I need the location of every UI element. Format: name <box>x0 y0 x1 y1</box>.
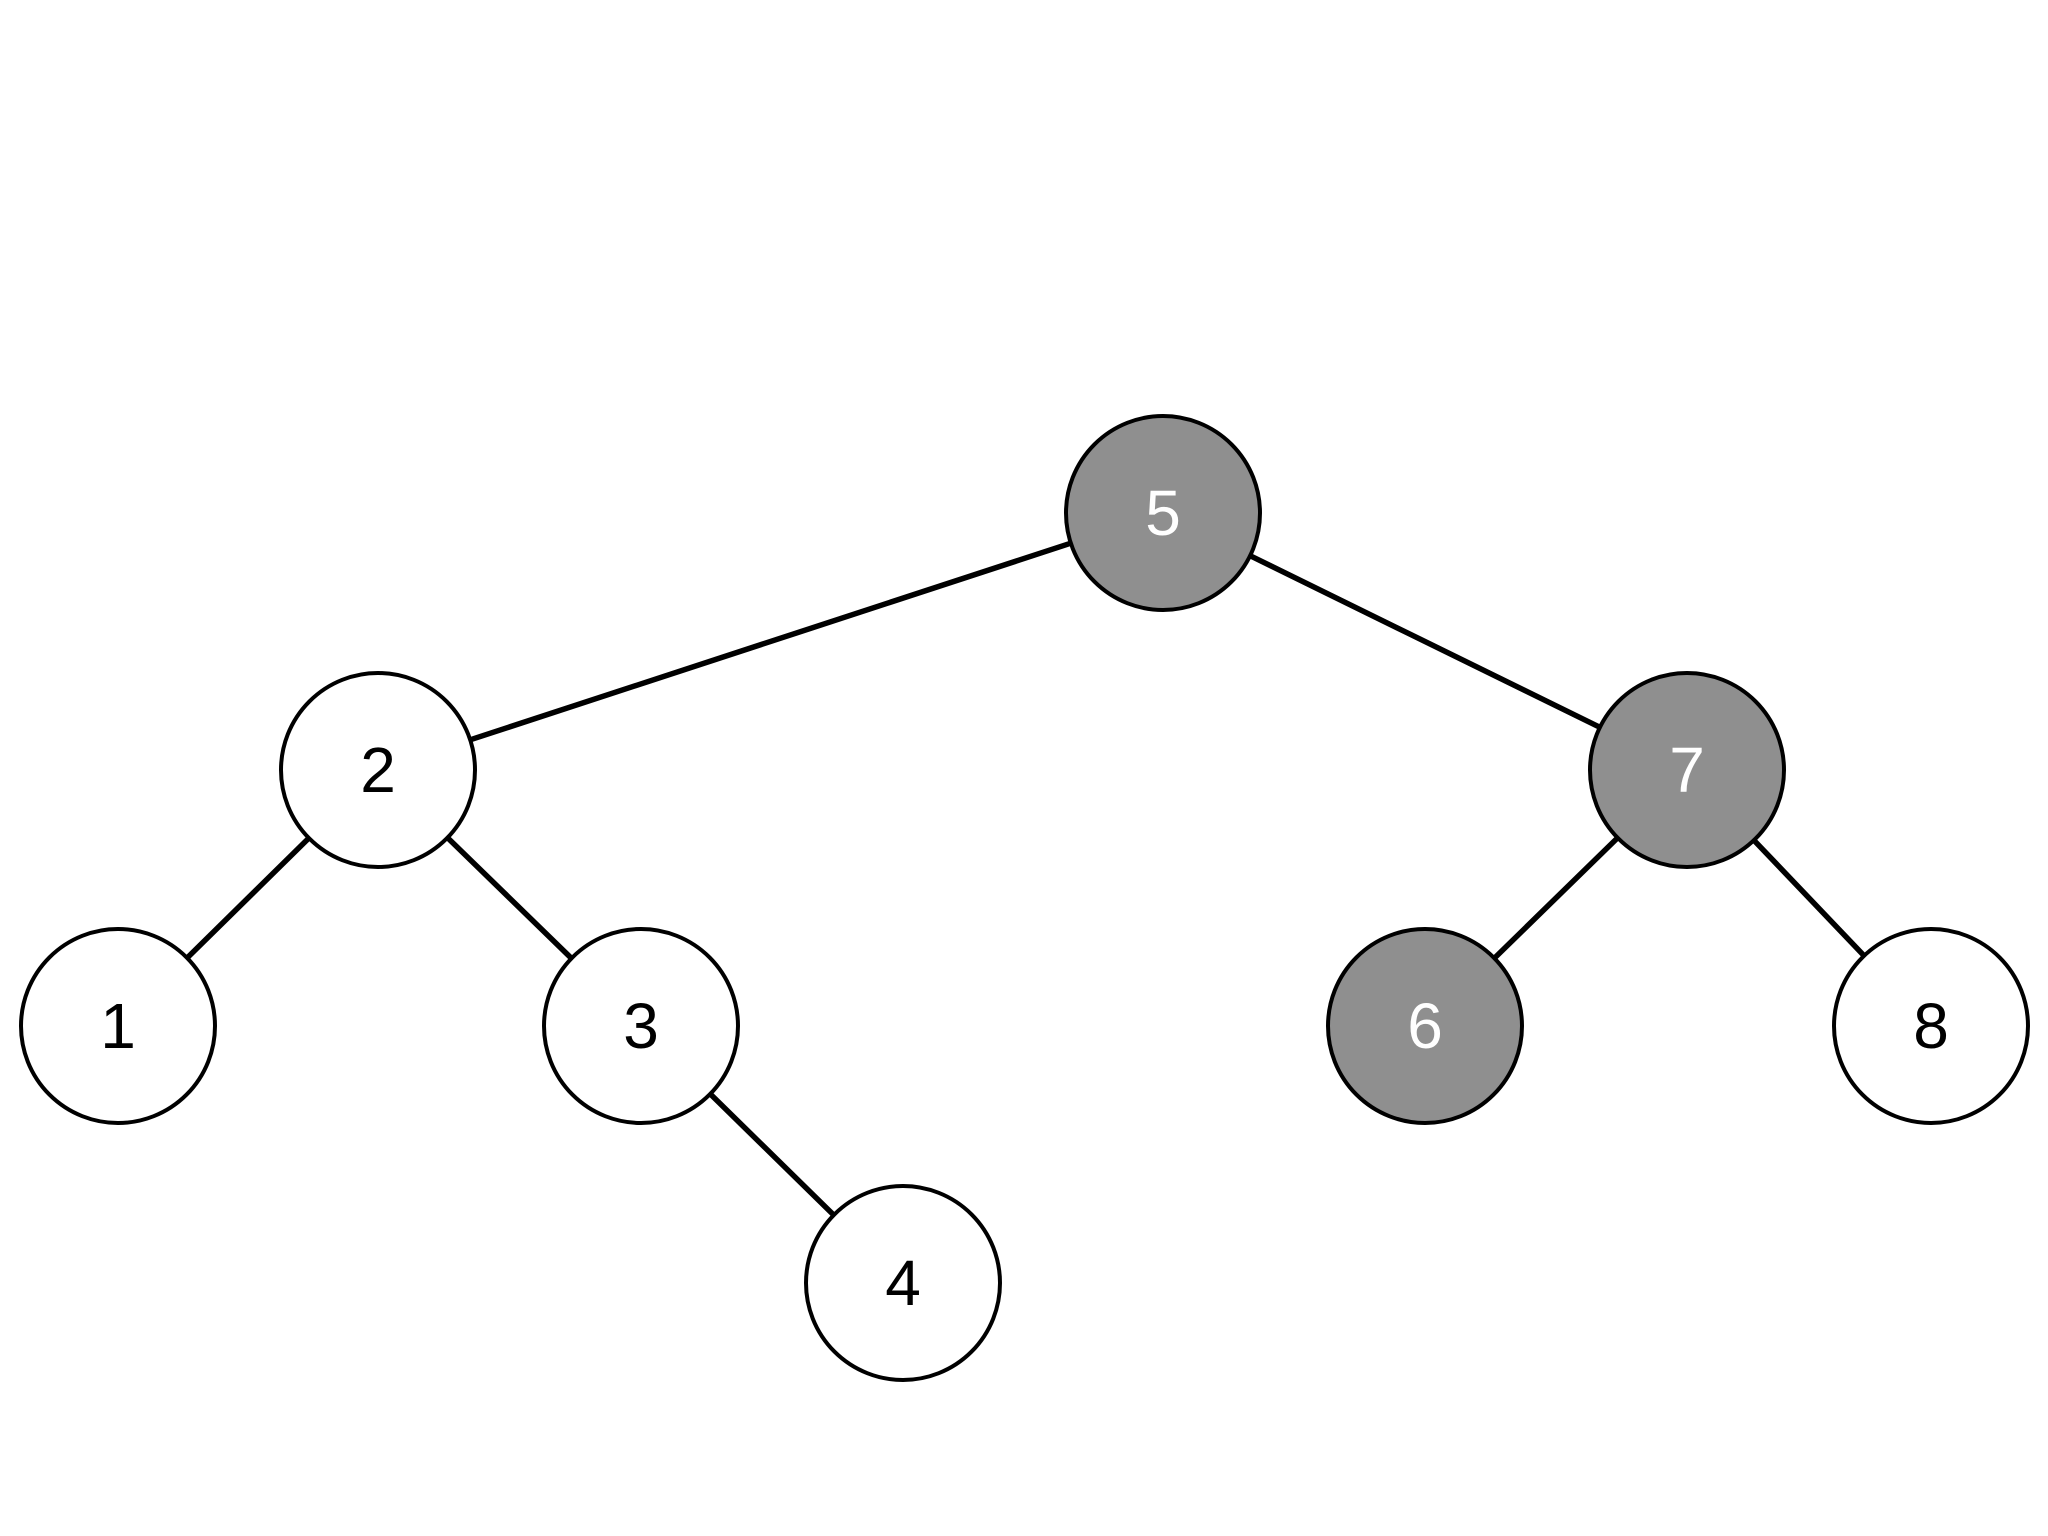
node-label: 7 <box>1669 734 1705 806</box>
node-label: 8 <box>1913 990 1949 1062</box>
node-circle <box>804 1184 1002 1382</box>
node-label: 5 <box>1145 477 1181 549</box>
node-circle <box>1588 671 1786 869</box>
tree-node-3: 3 <box>542 927 740 1125</box>
node-label: 3 <box>623 990 659 1062</box>
edge-2-3 <box>445 835 574 961</box>
tree-node-1: 1 <box>19 927 217 1125</box>
node-circle <box>1326 927 1524 1125</box>
tree-node-4: 4 <box>804 1184 1002 1382</box>
edges-layer <box>185 540 1867 1218</box>
node-circle <box>279 671 477 869</box>
edge-7-6 <box>1492 835 1620 961</box>
edge-5-7 <box>1248 553 1602 730</box>
node-label: 1 <box>100 990 136 1062</box>
node-circle <box>542 927 740 1125</box>
edge-3-4 <box>708 1091 836 1218</box>
node-circle <box>19 927 217 1125</box>
node-label: 2 <box>360 734 396 806</box>
edge-7-8 <box>1751 838 1867 958</box>
tree-node-2: 2 <box>279 671 477 869</box>
node-circle <box>1064 414 1262 612</box>
node-circle <box>1832 927 2030 1125</box>
edge-2-1 <box>185 836 311 960</box>
node-label: 4 <box>885 1247 921 1319</box>
tree-node-6: 6 <box>1326 927 1524 1125</box>
nodes-layer: 5 2 7 1 3 4 6 8 <box>19 414 2030 1382</box>
tree-node-8: 8 <box>1832 927 2030 1125</box>
node-label: 6 <box>1407 990 1443 1062</box>
edge-5-2 <box>469 540 1072 743</box>
tree-node-5: 5 <box>1064 414 1262 612</box>
tree-node-7: 7 <box>1588 671 1786 869</box>
